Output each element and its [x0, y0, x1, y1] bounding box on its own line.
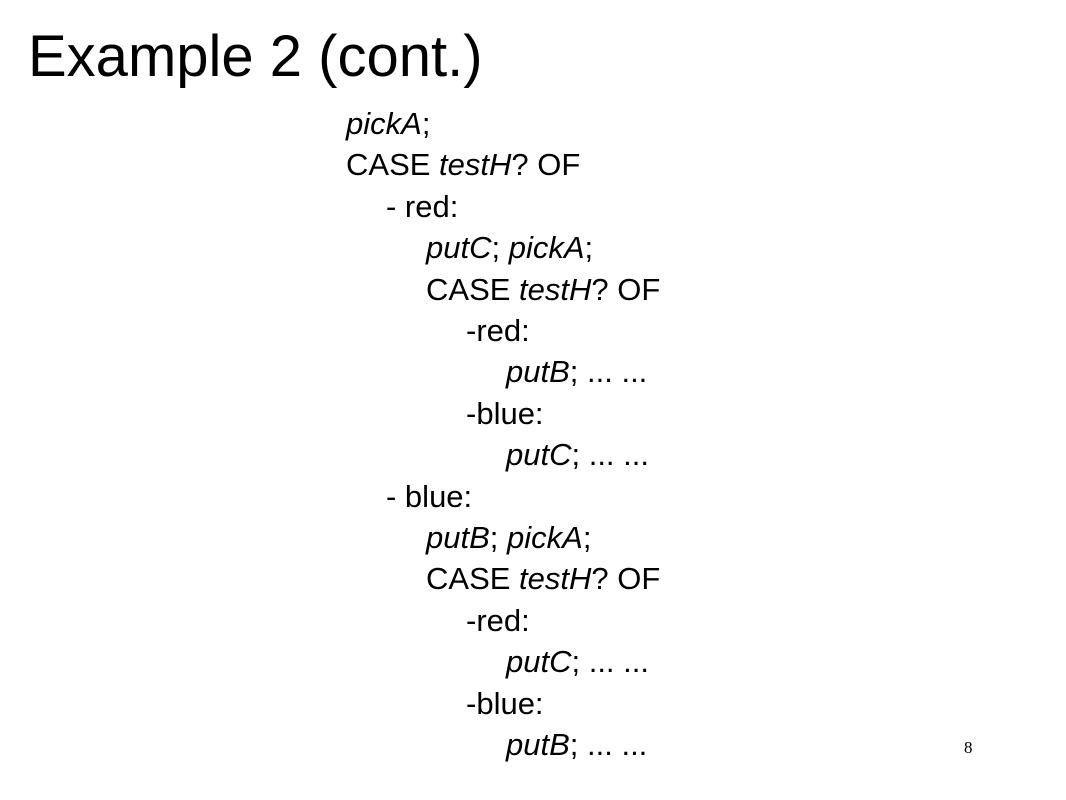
- code-line: putB; pickA;: [426, 520, 591, 556]
- code-keyword-text: - blue:: [386, 479, 473, 514]
- code-keyword-text: CASE: [426, 561, 520, 596]
- code-keyword-text: ? OF: [591, 561, 661, 596]
- code-keyword-text: ;: [421, 106, 431, 141]
- code-line: -red:: [466, 313, 530, 349]
- code-identifier: pickA: [508, 230, 585, 265]
- code-keyword-text: CASE: [346, 147, 440, 182]
- code-line: -blue:: [466, 686, 544, 722]
- code-identifier: putC: [506, 644, 572, 679]
- code-keyword-text: - red:: [386, 189, 459, 224]
- code-line: - red:: [386, 189, 458, 225]
- code-identifier: testH: [519, 272, 592, 307]
- code-keyword-text: CASE: [426, 272, 520, 307]
- code-keyword-text: -blue:: [466, 396, 544, 431]
- code-line: CASE testH? OF: [426, 561, 660, 597]
- code-line: putB; ... ...: [506, 354, 647, 390]
- slide-title: Example 2 (cont.): [28, 24, 483, 89]
- code-line: putC; ... ...: [506, 644, 649, 680]
- code-keyword-text: ; ... ...: [571, 437, 649, 472]
- code-line: pickA;: [346, 106, 430, 142]
- code-identifier: pickA: [507, 520, 583, 555]
- code-line: CASE testH? OF: [426, 272, 660, 308]
- code-identifier: testH: [519, 561, 592, 596]
- code-keyword-text: ;: [489, 520, 508, 555]
- code-identifier: putC: [426, 230, 492, 265]
- code-keyword-text: ? OF: [591, 272, 661, 307]
- code-keyword-text: ; ... ...: [569, 354, 648, 389]
- code-keyword-text: ; ... ...: [571, 644, 649, 679]
- code-line: putC; ... ...: [506, 437, 649, 473]
- code-keyword-text: ? OF: [511, 147, 581, 182]
- code-keyword-text: -red:: [466, 313, 530, 348]
- code-keyword-text: ;: [582, 520, 592, 555]
- code-keyword-text: -red:: [466, 603, 530, 638]
- code-identifier: testH: [439, 147, 512, 182]
- code-identifier: pickA: [346, 106, 422, 141]
- code-identifier: putB: [426, 520, 490, 555]
- slide-page-number: 8: [964, 738, 973, 757]
- code-identifier: putB: [506, 727, 570, 762]
- code-identifier: putB: [506, 354, 570, 389]
- code-line: putB; ... ...: [506, 727, 647, 763]
- code-line: - blue:: [386, 479, 472, 515]
- code-keyword-text: ; ... ...: [569, 727, 648, 762]
- code-line: putC; pickA;: [426, 230, 593, 266]
- code-line: -blue:: [466, 396, 544, 432]
- code-keyword-text: ;: [584, 230, 594, 265]
- code-keyword-text: -blue:: [466, 686, 544, 721]
- code-keyword-text: ;: [491, 230, 509, 265]
- code-line: -red:: [466, 603, 530, 639]
- code-line: CASE testH? OF: [346, 147, 580, 183]
- code-identifier: putC: [506, 437, 572, 472]
